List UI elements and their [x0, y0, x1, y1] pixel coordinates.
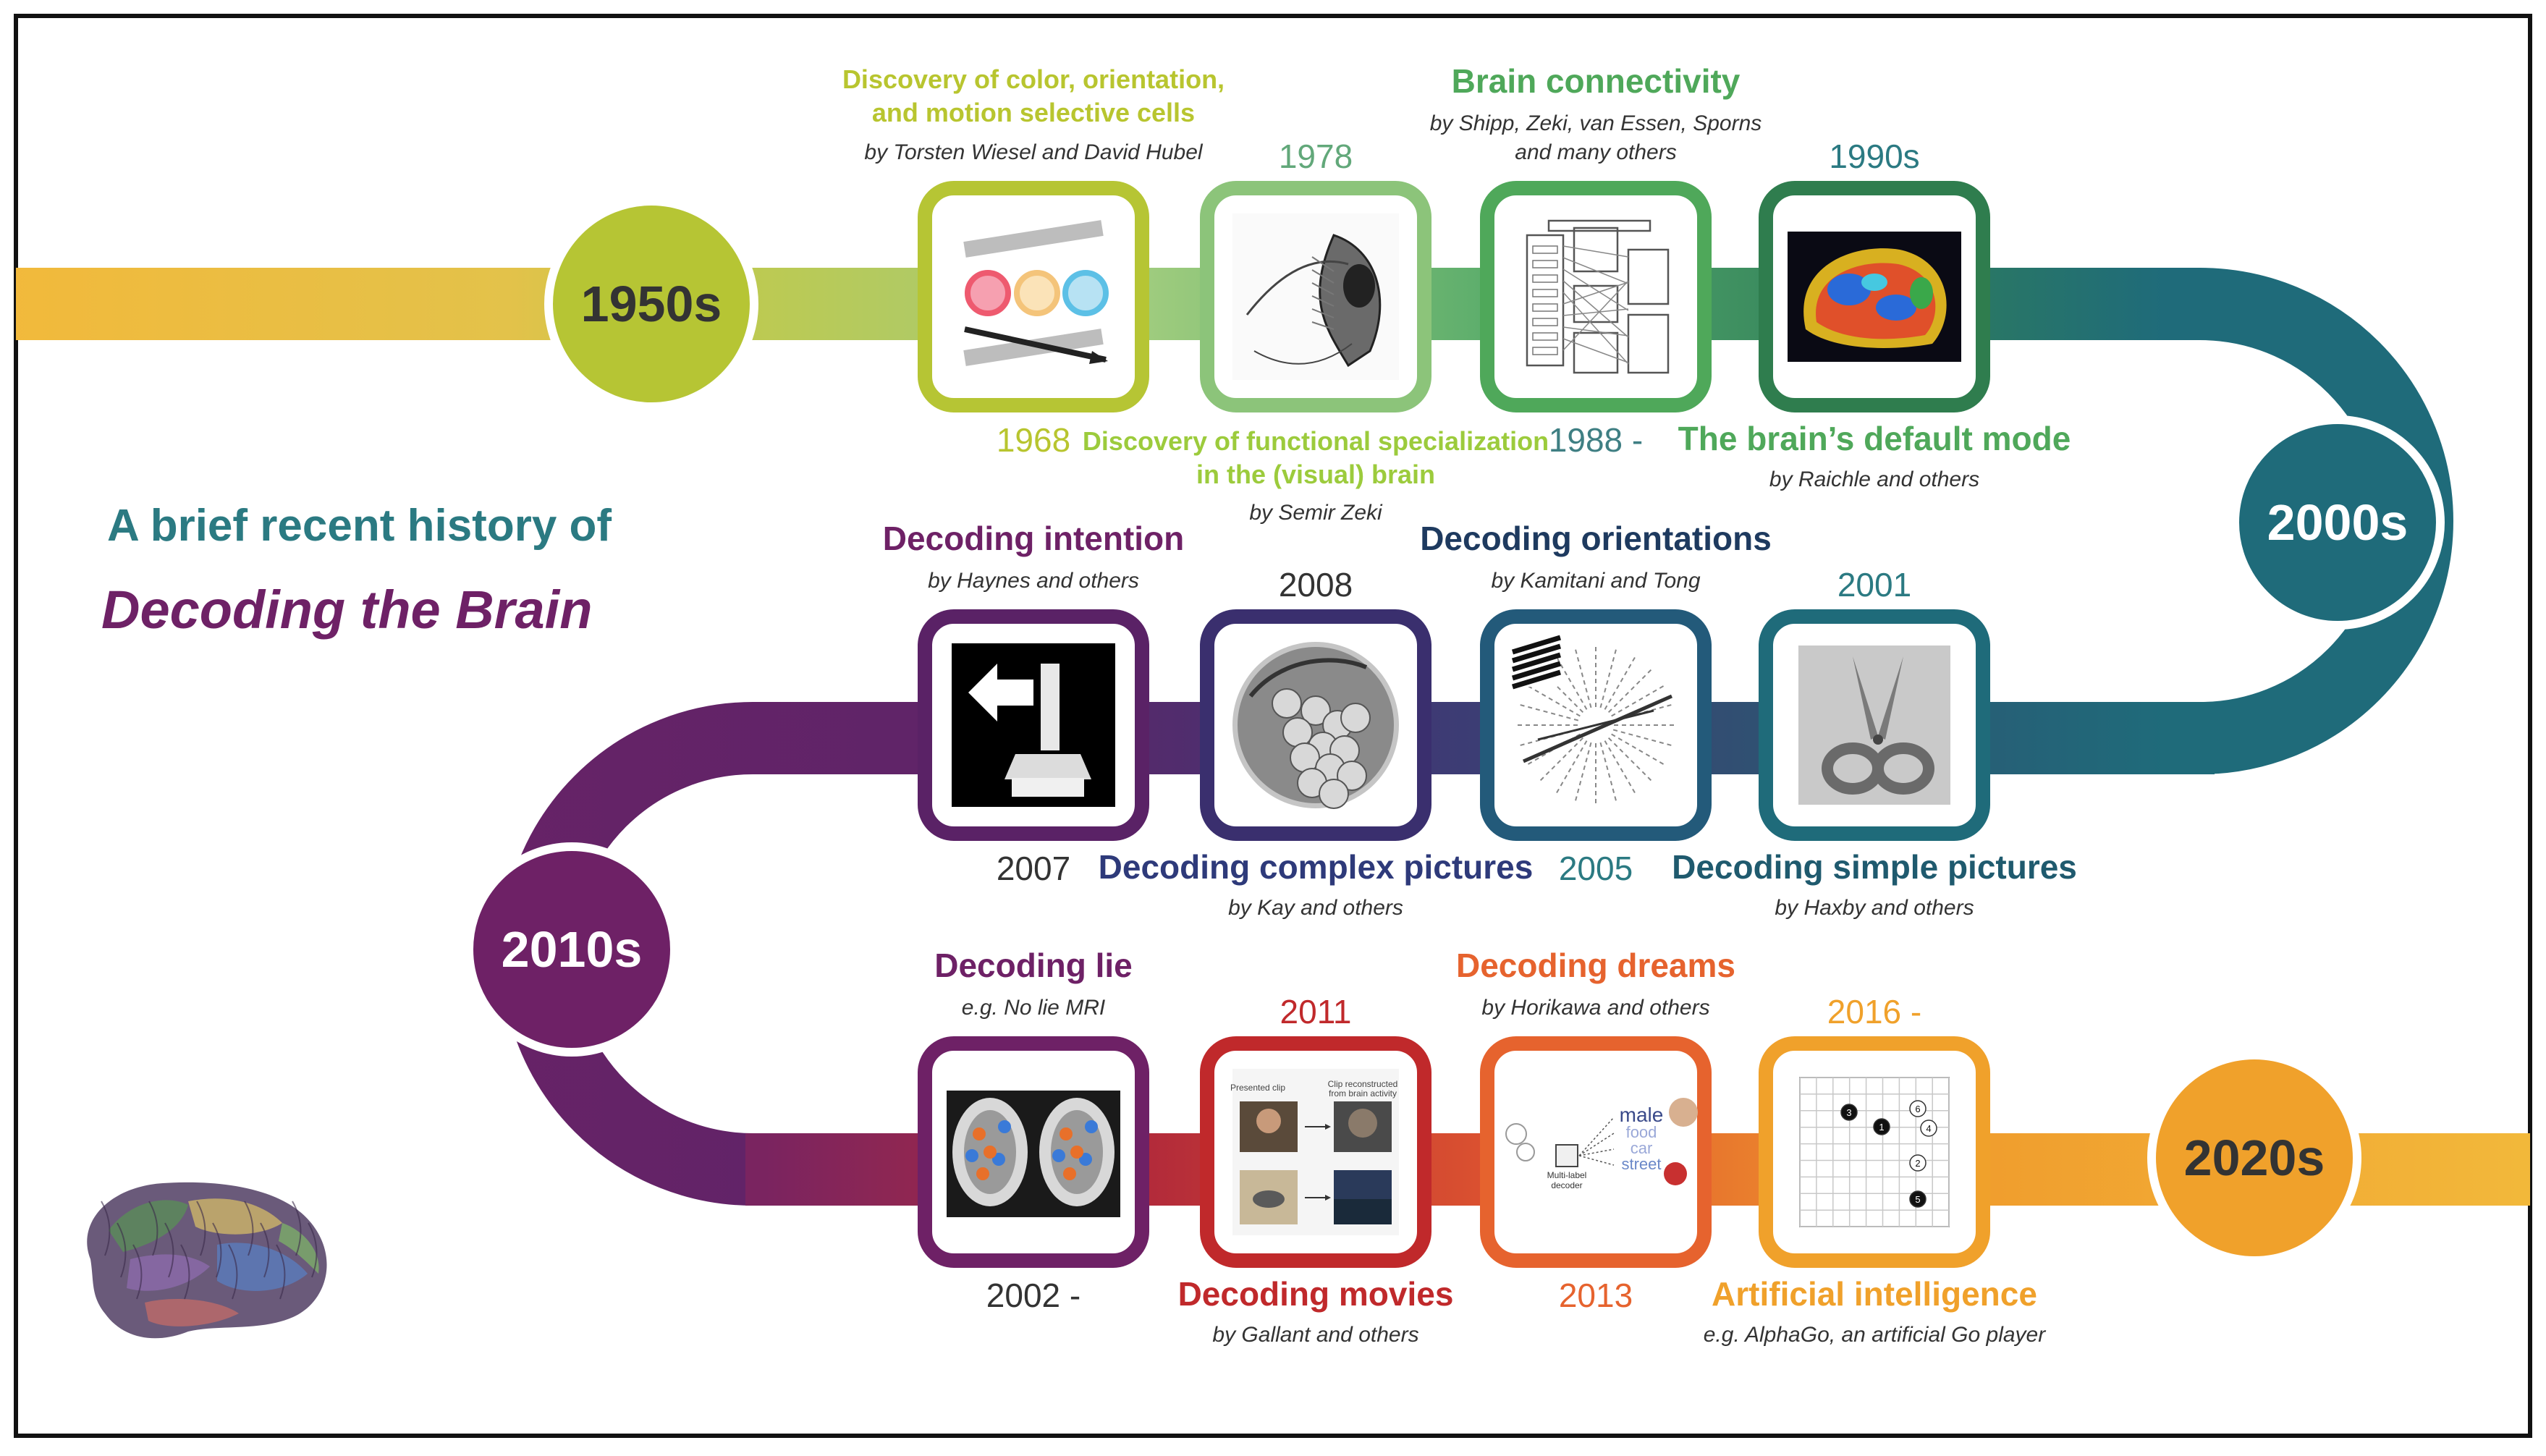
- go-stone-label-3: 6: [1915, 1104, 1920, 1114]
- movie-label-from-brain: from brain activity: [1329, 1088, 1397, 1099]
- milestone-year-dreams: 2013: [1559, 1277, 1633, 1314]
- milestone-title-color-cells-line1: Discovery of color, orientation,: [842, 64, 1225, 94]
- grapes-photo-icon: [1227, 637, 1404, 813]
- milestone-lie: 2002 - e.g. No lie MRI Decoding lie: [918, 947, 1149, 1314]
- milestone-byline-intention: by Haynes and others: [928, 569, 1139, 593]
- movie-label-presented: Presented clip: [1230, 1083, 1285, 1093]
- go-stone-label-6: 5: [1915, 1194, 1920, 1205]
- milestone-byline-orientations: by Kamitani and Tong: [1491, 569, 1700, 593]
- milestone-year-ai: 2016 -: [1827, 993, 1921, 1030]
- heading-line1: A brief recent history of: [107, 501, 612, 551]
- decoder-label-line2: decoder: [1551, 1180, 1582, 1190]
- brain-parcellation-icon: [87, 1182, 327, 1339]
- milestone-color-cells: 1968 by Torsten Wiesel and David Hubel and…: [842, 64, 1225, 459]
- decade-circle-2000s: [2230, 415, 2445, 630]
- milestone-byline-dreams: by Horikawa and others: [1481, 996, 1709, 1020]
- milestone-byline-color-cells: by Torsten Wiesel and David Hubel: [864, 140, 1204, 164]
- milestone-title-color-cells-line2: and motion selective cells: [872, 98, 1195, 127]
- milestone-year-orientations: 2005: [1559, 850, 1633, 887]
- decoder-word-street: street: [1621, 1155, 1661, 1173]
- go-board-icon: 3 1 64 2 5: [1799, 1077, 1950, 1227]
- brain-slices-icon: [947, 1091, 1120, 1217]
- milestone-title-ai-line1: Artificial intelligence: [1712, 1275, 2037, 1313]
- milestone-title-dreams-line1: Decoding dreams: [1456, 947, 1735, 984]
- decoder-label-line1: Multi-label: [1547, 1170, 1587, 1180]
- decade-label-2000s: 2000s: [2267, 494, 2408, 551]
- brain-scan-heatmap-icon: [1788, 232, 1961, 362]
- milestone-title-simple-pictures-line1: Decoding simple pictures: [1672, 848, 2077, 886]
- connectivity-diagram-icon: [1526, 219, 1670, 374]
- decade-label-2020s: 2020s: [2184, 1130, 2325, 1186]
- milestone-byline-movies: by Gallant and others: [1212, 1323, 1418, 1347]
- milestone-year-complex-pictures: 2008: [1279, 566, 1353, 604]
- milestone-year-functional-specialization: 1978: [1279, 137, 1353, 175]
- milestone-title-functional-specialization-line2: in the (visual) brain: [1196, 460, 1435, 489]
- milestone-byline-connectivity: by Shipp, Zeki, van Essen, Sporns: [1430, 111, 1762, 135]
- movie-label-reconstructed: Clip reconstructed: [1328, 1079, 1398, 1089]
- orientation-grating-icon: [1511, 635, 1677, 806]
- milestone-year-simple-pictures: 2001: [1837, 566, 1911, 604]
- milestone-byline-simple-pictures: by Haxby and others: [1775, 896, 1974, 920]
- milestone-title-complex-pictures-line1: Decoding complex pictures: [1099, 848, 1534, 886]
- milestone-title-default-mode-line1: The brain’s default mode: [1678, 420, 2071, 457]
- milestone-card-connectivity: [1480, 181, 1712, 412]
- visual-cortex-sketch-icon: [1232, 213, 1399, 380]
- decade-circle-2010s: [465, 842, 679, 1057]
- arrow-joystick-icon: [952, 643, 1115, 807]
- milestone-ai: 3 1 64 2 5 2016 - Artificial intelligence e.g. …: [1704, 993, 2046, 1347]
- milestone-orientations: 2005 by Kamitani and Tong Decoding orienta…: [1420, 520, 1772, 887]
- scissors-photo-icon: [1798, 646, 1950, 805]
- milestone-title-connectivity-line1: Brain connectivity: [1452, 62, 1741, 100]
- milestone-year-connectivity: 1988 -: [1549, 421, 1643, 459]
- milestone-byline-functional-specialization: by Semir Zeki: [1249, 501, 1383, 525]
- milestone-title-functional-specialization-line1: Discovery of functional specialization: [1083, 426, 1549, 456]
- decade-circle-2020s: [2147, 1051, 2361, 1265]
- bars-and-dots-figure-icon: [963, 220, 1109, 366]
- milestone-intention: 2007 by Haynes and others Decoding intenti…: [883, 520, 1185, 887]
- milestone-year-lie: 2002 -: [986, 1277, 1080, 1314]
- decade-label-1950s: 1950s: [581, 276, 722, 332]
- milestone-year-color-cells: 1968: [997, 421, 1070, 459]
- decoder-word-male: male: [1620, 1104, 1664, 1126]
- milestone-year-intention: 2007: [997, 850, 1070, 887]
- decade-label-2010s: 2010s: [502, 921, 643, 978]
- milestone-byline-default-mode: by Raichle and others: [1769, 467, 1979, 491]
- milestone-byline2-connectivity: and many others: [1515, 140, 1676, 164]
- milestone-title-lie-line1: Decoding lie: [934, 947, 1132, 984]
- milestone-connectivity: 1988 - and many others by Shipp, Zeki, van…: [1430, 62, 1762, 459]
- decoder-word-food: food: [1626, 1123, 1657, 1141]
- milestone-byline-lie: e.g. No lie MRI: [962, 996, 1105, 1020]
- heading-line2: Decoding the Brain: [101, 580, 592, 640]
- milestone-year-default-mode: 1990s: [1829, 137, 1919, 175]
- outer-frame: [14, 14, 2532, 1438]
- milestone-title-orientations-line1: Decoding orientations: [1420, 520, 1772, 557]
- go-stone-label-1: 3: [1846, 1107, 1851, 1118]
- milestone-byline-complex-pictures: by Kay and others: [1228, 896, 1403, 920]
- milestone-byline-ai: e.g. AlphaGo, an artificial Go player: [1704, 1323, 2046, 1347]
- milestone-year-movies: 2011: [1280, 993, 1352, 1030]
- go-stone-label-4: 4: [1926, 1123, 1931, 1134]
- go-stone-label-5: 2: [1915, 1158, 1920, 1169]
- decoder-word-car: car: [1631, 1139, 1653, 1157]
- milestone-title-movies-line1: Decoding movies: [1178, 1275, 1454, 1313]
- decade-circle-1950s: [544, 197, 758, 411]
- go-stone-label-2: 1: [1879, 1122, 1884, 1133]
- milestone-title-intention-line1: Decoding intention: [883, 520, 1185, 557]
- milestone-card-dreams: [1480, 1036, 1712, 1268]
